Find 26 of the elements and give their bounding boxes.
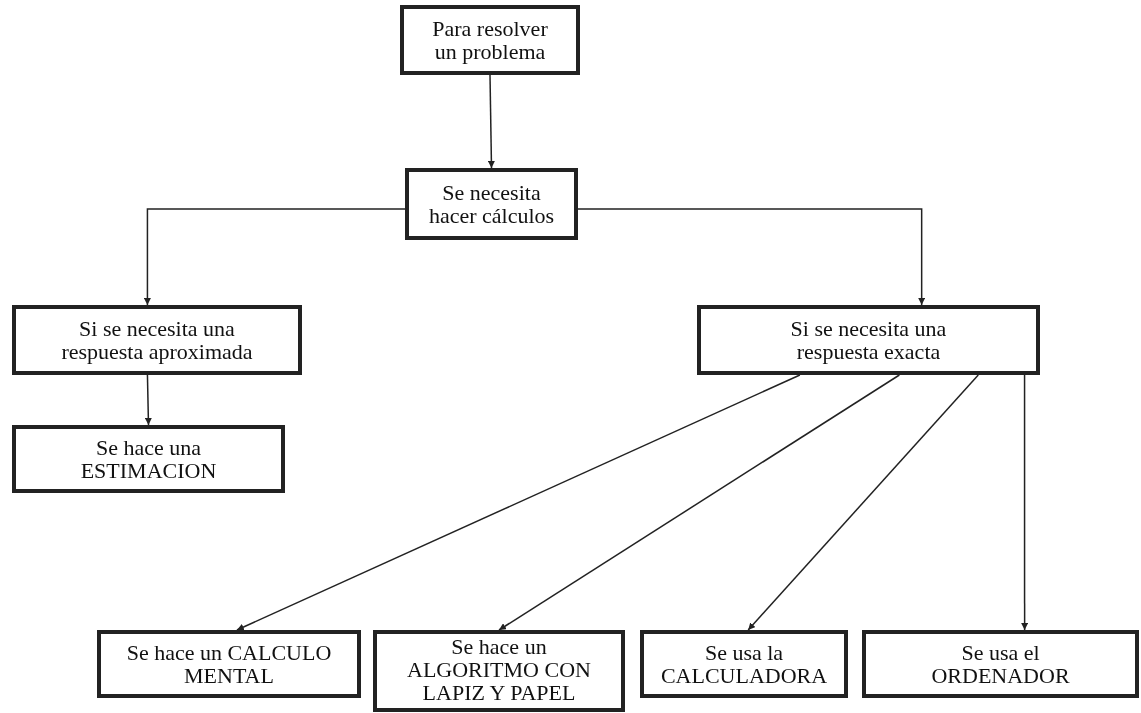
box-label: Se hace una ESTIMACION (79, 435, 218, 483)
process-box (640, 630, 848, 698)
box-label: Se usa el ORDENADOR (930, 640, 1071, 688)
arrow (487, 74, 495, 169)
box-label: Se necesita hacer cálculos (427, 180, 556, 228)
box-label: Si se necesita una respuesta aproximada (60, 316, 254, 364)
process-box (697, 305, 1040, 375)
box-label: Se hace un CALCULO MENTAL (125, 640, 333, 688)
box-label: Si se necesita una respuesta exacta (789, 316, 948, 364)
arrow (1021, 374, 1029, 631)
arrow (498, 374, 901, 631)
box-label: Se usa la CALCULADORA (659, 640, 829, 688)
process-box (373, 630, 625, 712)
process-box (12, 425, 285, 493)
box-label: Para resolver un problema (431, 16, 549, 64)
arrow (577, 208, 926, 306)
arrow (236, 374, 801, 631)
process-box (400, 5, 580, 75)
arrow (143, 208, 406, 306)
process-box (12, 305, 302, 375)
box-label: Se hace un ALGORITMO CON LAPIZ Y PAPEL (406, 635, 592, 705)
process-box (97, 630, 361, 698)
arrow (747, 374, 979, 631)
arrow (144, 374, 152, 426)
process-box (405, 168, 578, 240)
process-box (862, 630, 1139, 698)
